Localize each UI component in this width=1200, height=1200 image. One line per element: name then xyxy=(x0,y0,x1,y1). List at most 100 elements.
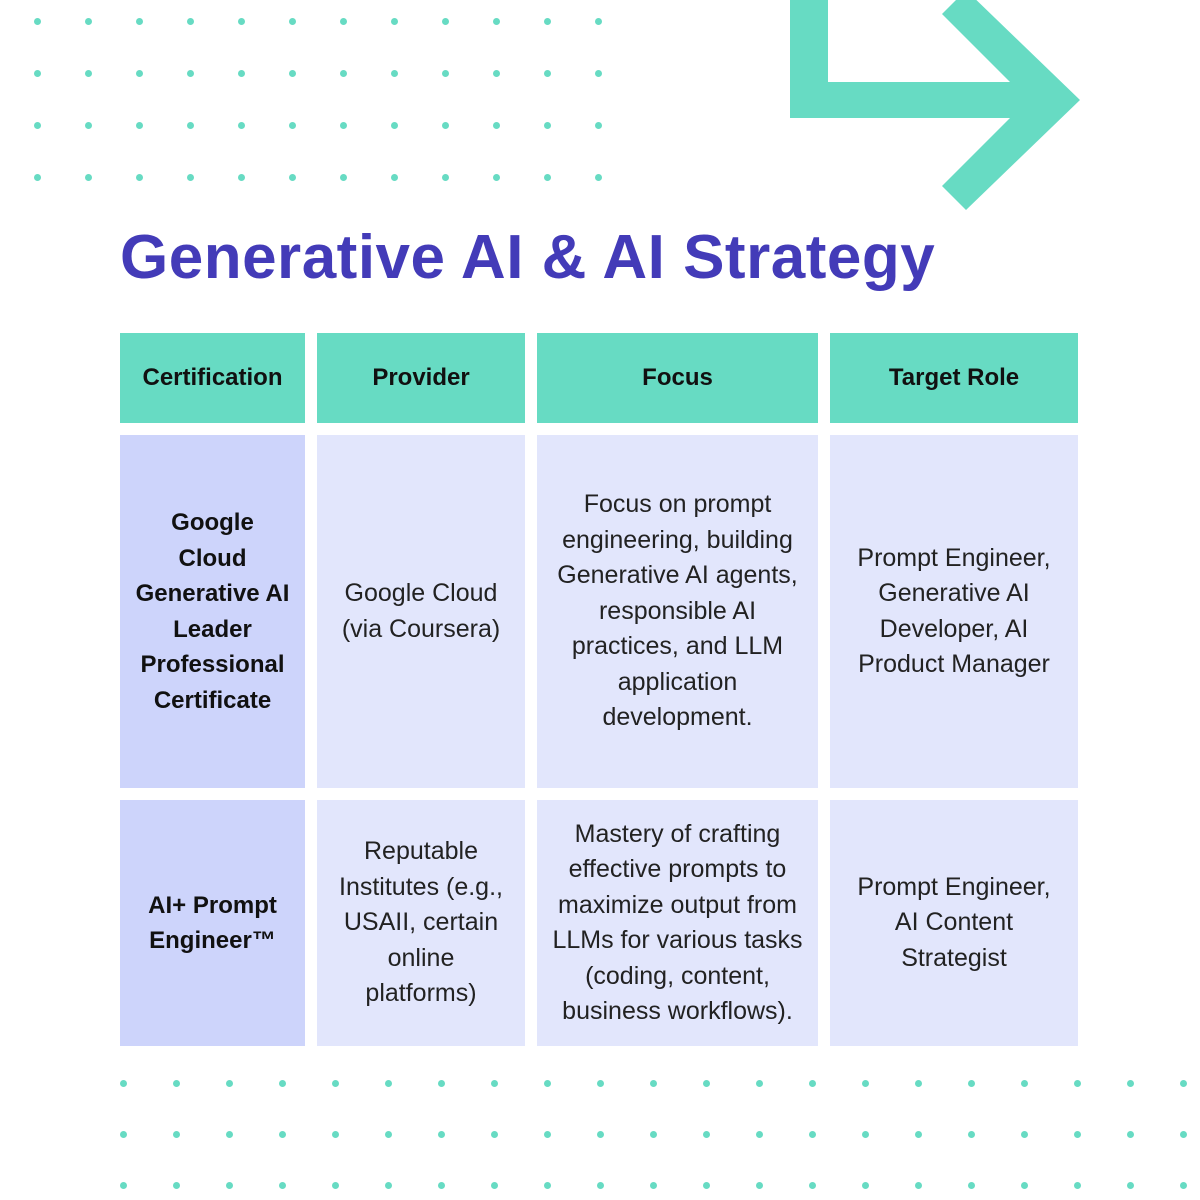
dot xyxy=(493,18,500,25)
dot xyxy=(756,1131,763,1138)
dot xyxy=(438,1182,445,1189)
dot xyxy=(391,174,398,181)
dot xyxy=(187,18,194,25)
dot xyxy=(544,1131,551,1138)
dot xyxy=(544,18,551,25)
dot xyxy=(332,1182,339,1189)
dot xyxy=(703,1080,710,1087)
dot xyxy=(544,70,551,77)
dot xyxy=(332,1080,339,1087)
page-title: Generative AI & AI Strategy xyxy=(120,223,936,292)
dot xyxy=(1021,1182,1028,1189)
dot xyxy=(332,1131,339,1138)
dot xyxy=(595,122,602,129)
dot xyxy=(173,1080,180,1087)
header-provider: Provider xyxy=(317,333,525,423)
dot xyxy=(187,122,194,129)
dot xyxy=(862,1131,869,1138)
dot xyxy=(238,18,245,25)
dot-pattern-bottom xyxy=(120,1080,1187,1189)
cell-target-role: Prompt Engineer, AI Content Strategist xyxy=(830,800,1078,1046)
dot xyxy=(385,1182,392,1189)
dot xyxy=(703,1131,710,1138)
dot xyxy=(1021,1080,1028,1087)
dot xyxy=(1180,1080,1187,1087)
dot xyxy=(915,1131,922,1138)
dot xyxy=(493,70,500,77)
dot xyxy=(442,122,449,129)
dot xyxy=(136,18,143,25)
dot xyxy=(1127,1182,1134,1189)
dot xyxy=(809,1182,816,1189)
dot xyxy=(34,122,41,129)
dot xyxy=(340,174,347,181)
dot xyxy=(340,18,347,25)
dot xyxy=(1127,1131,1134,1138)
cell-certification: AI+ Prompt Engineer™ xyxy=(120,800,305,1046)
arrow-right-icon xyxy=(790,0,1080,210)
dot xyxy=(136,122,143,129)
dot xyxy=(544,122,551,129)
dot xyxy=(120,1131,127,1138)
dot xyxy=(438,1080,445,1087)
cell-provider: Google Cloud (via Coursera) xyxy=(317,435,525,788)
dot xyxy=(34,70,41,77)
dot xyxy=(809,1080,816,1087)
dot xyxy=(1074,1131,1081,1138)
dot xyxy=(544,174,551,181)
dot xyxy=(136,174,143,181)
dot xyxy=(1021,1131,1028,1138)
dot xyxy=(493,174,500,181)
dot xyxy=(187,70,194,77)
dot xyxy=(238,174,245,181)
dot xyxy=(279,1182,286,1189)
dot xyxy=(595,18,602,25)
dot xyxy=(650,1131,657,1138)
dot xyxy=(226,1182,233,1189)
dot xyxy=(238,70,245,77)
dot xyxy=(756,1080,763,1087)
dot xyxy=(85,18,92,25)
dot xyxy=(650,1080,657,1087)
certification-table: Certification Provider Focus Target Role… xyxy=(120,333,1080,1046)
dot xyxy=(595,174,602,181)
header-focus: Focus xyxy=(537,333,818,423)
dot xyxy=(238,122,245,129)
dot xyxy=(85,70,92,77)
dot xyxy=(493,122,500,129)
dot xyxy=(289,174,296,181)
dot xyxy=(1074,1080,1081,1087)
dot xyxy=(862,1182,869,1189)
dot xyxy=(187,174,194,181)
dot xyxy=(968,1131,975,1138)
dot xyxy=(968,1080,975,1087)
dot xyxy=(491,1131,498,1138)
dot xyxy=(1127,1080,1134,1087)
header-certification: Certification xyxy=(120,333,305,423)
dot xyxy=(442,174,449,181)
dot xyxy=(226,1131,233,1138)
dot xyxy=(442,18,449,25)
dot xyxy=(597,1131,604,1138)
dot xyxy=(703,1182,710,1189)
dot xyxy=(544,1182,551,1189)
dot xyxy=(34,174,41,181)
dot xyxy=(289,18,296,25)
dot xyxy=(340,70,347,77)
dot xyxy=(1074,1182,1081,1189)
dot xyxy=(289,122,296,129)
dot xyxy=(226,1080,233,1087)
cell-focus: Focus on prompt engineering, building Ge… xyxy=(537,435,818,788)
dot xyxy=(915,1080,922,1087)
dot xyxy=(809,1131,816,1138)
dot xyxy=(173,1182,180,1189)
dot xyxy=(391,70,398,77)
dot xyxy=(438,1131,445,1138)
cell-focus: Mastery of crafting effective prompts to… xyxy=(537,800,818,1046)
dot xyxy=(340,122,347,129)
cell-target-role: Prompt Engineer, Generative AI Developer… xyxy=(830,435,1078,788)
dot xyxy=(595,70,602,77)
dot xyxy=(34,18,41,25)
dot xyxy=(385,1080,392,1087)
dot xyxy=(915,1182,922,1189)
